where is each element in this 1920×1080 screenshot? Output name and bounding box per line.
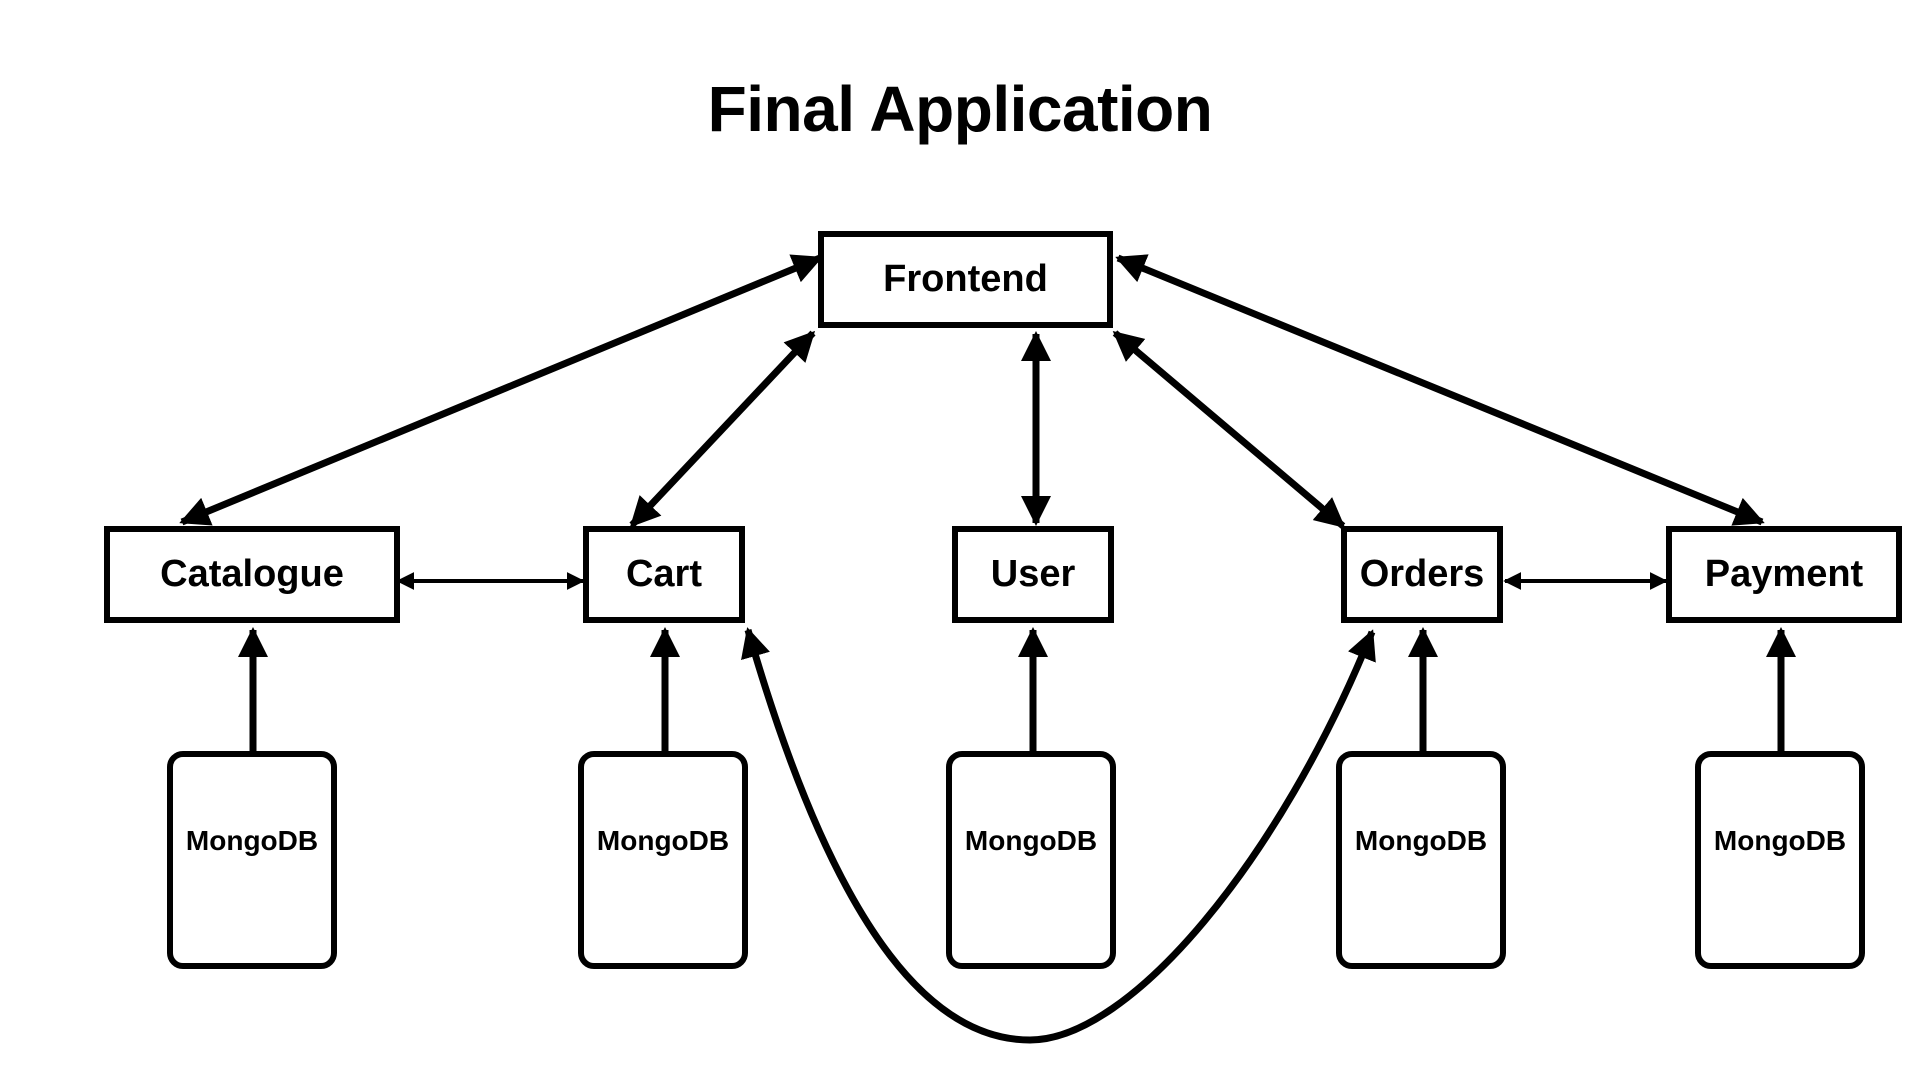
catalogue-label: Catalogue xyxy=(160,553,344,595)
payment-database-label: MongoDB xyxy=(1713,825,1847,856)
user-label: User xyxy=(990,553,1076,595)
frontend-label: Frontend xyxy=(883,258,1048,300)
cart-database-label: MongoDB xyxy=(596,825,730,856)
payment-label: Payment xyxy=(1704,553,1864,595)
edge-frontend-cart xyxy=(629,330,816,528)
edge-cart-orders xyxy=(741,627,1376,1044)
payment-node: Payment xyxy=(1666,526,1902,623)
user-database-label: MongoDB xyxy=(964,825,1098,856)
edge-frontend-orders xyxy=(1112,330,1346,529)
catalogue-database-label: MongoDB xyxy=(185,825,319,856)
frontend-node: Frontend xyxy=(818,231,1113,328)
orders-database-label: MongoDB xyxy=(1354,825,1488,856)
catalogue-node: Catalogue xyxy=(104,526,400,623)
edge-frontend-payment xyxy=(1115,254,1765,526)
diagram-title: Final Application xyxy=(707,73,1213,145)
orders-label: Orders xyxy=(1359,553,1485,595)
orders-database: MongoDB xyxy=(1336,751,1506,969)
orders-node: Orders xyxy=(1341,526,1503,623)
catalogue-database: MongoDB xyxy=(167,751,337,969)
cart-node: Cart xyxy=(583,526,745,623)
cart-database: MongoDB xyxy=(578,751,748,969)
user-node: User xyxy=(952,526,1114,623)
payment-database: MongoDB xyxy=(1695,751,1865,969)
cart-label: Cart xyxy=(625,553,703,595)
edge-frontend-catalogue xyxy=(179,254,823,526)
user-database: MongoDB xyxy=(946,751,1116,969)
